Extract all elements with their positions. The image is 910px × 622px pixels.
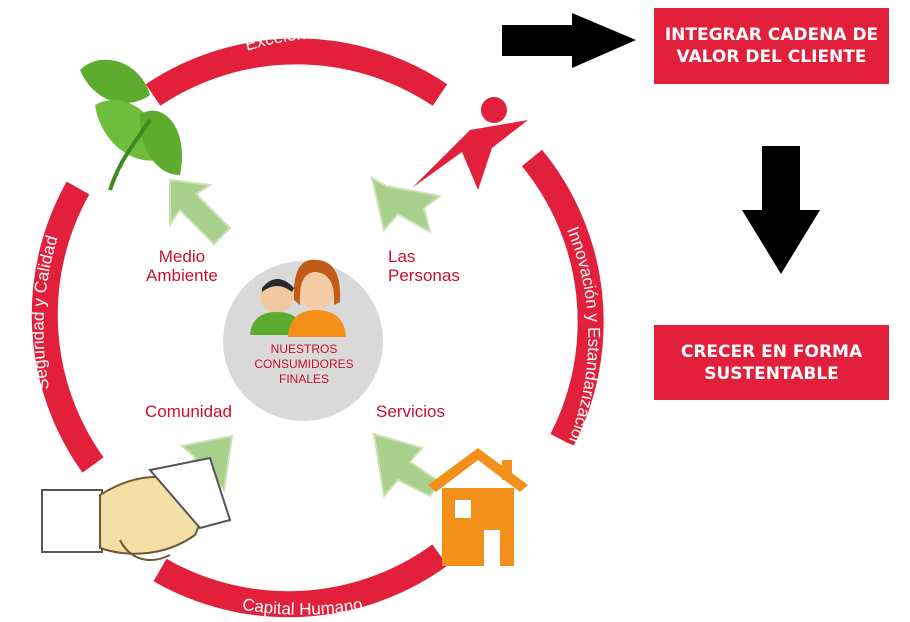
goal-box-integrar: INTEGRAR CADENA DE VALOR DEL CLIENTE <box>654 8 889 84</box>
goal-line: SUSTENTABLE <box>704 363 839 384</box>
goal-line: VALOR DEL CLIENTE <box>676 47 867 67</box>
ring <box>31 38 604 618</box>
consumers-icon <box>250 259 346 337</box>
pillar-comunidad: Comunidad <box>145 402 232 421</box>
ring-segment-left <box>31 181 104 473</box>
consumers-circle <box>223 259 383 421</box>
ring-segment-right <box>521 149 604 446</box>
pillar-label-line: Medio <box>158 247 206 266</box>
center-label-line: CONSUMIDORES <box>254 357 354 371</box>
house-icon <box>428 448 528 566</box>
pillar-label-line: Ambiente <box>146 266 218 285</box>
goal-box-crecer: CRECER EN FORMA SUSTENTABLE <box>654 325 889 400</box>
pillar-medio-ambiente: Medio Ambiente <box>146 247 218 285</box>
goal-line: INTEGRAR CADENA DE <box>664 25 879 45</box>
pillar-label-line: Las <box>388 247 416 266</box>
goal-line: CRECER EN FORMA <box>680 341 863 362</box>
pillar-servicios: Servicios <box>376 402 445 421</box>
pillar-label-line: Personas <box>388 266 460 285</box>
ring-label-bottom: Capital Humano <box>241 595 364 619</box>
ring-segment-bottom <box>153 544 448 618</box>
arrow-top-left <box>169 178 232 246</box>
right-arrow <box>502 13 636 68</box>
center-label-line: NUESTROS <box>270 342 338 356</box>
arrow-top-right <box>370 175 443 235</box>
handshake-icon <box>41 456 232 561</box>
ring-segment-top <box>145 38 448 106</box>
pillar-las-personas: Las Personas <box>388 247 460 285</box>
down-arrow <box>742 146 820 274</box>
leaf-icon <box>80 59 182 191</box>
center-label-line: FINALES <box>278 372 329 386</box>
center-label: NUESTROS CONSUMIDORES FINALES <box>234 342 374 387</box>
person-star-icon <box>412 97 528 190</box>
